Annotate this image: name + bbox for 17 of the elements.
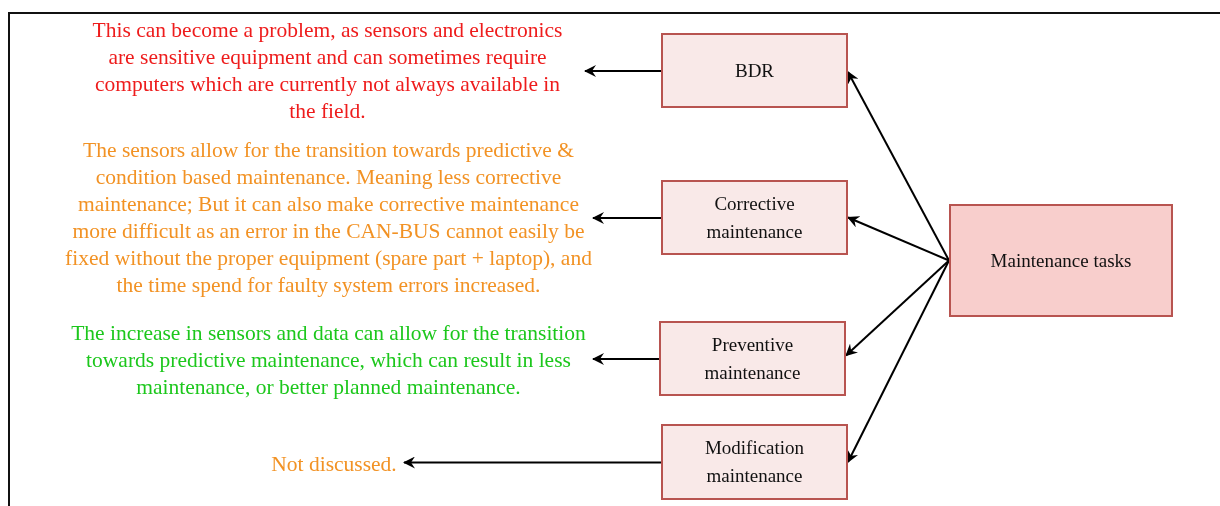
- annotation-text: Not discussed.: [264, 450, 404, 478]
- arrow: [847, 71, 950, 262]
- arrow: [845, 259, 950, 357]
- category-box: Corrective maintenance: [661, 180, 848, 255]
- category-box: Modification maintenance: [661, 424, 848, 500]
- category-box: BDR: [661, 33, 848, 108]
- arrow: [847, 259, 950, 463]
- annotation-text: This can become a problem, as sensors and electronics are sensitive equipment and can sometimes require computers which are currently not always available in the field.: [70, 17, 585, 125]
- category-box: Preventive maintenance: [659, 321, 846, 396]
- arrow: [403, 456, 662, 469]
- arrow: [847, 216, 950, 262]
- arrow: [592, 212, 662, 224]
- annotation-text: The increase in sensors and data can allow for the transition towards predictive maintenance, which can result in less maintenance, or better planned maintenance.: [64, 318, 593, 402]
- annotation-text: The sensors allow for the transition towards predictive & condition based maintenance. Meaning less corrective maintenance; But it can also make corrective maintenance more difficult as an error in the CAN-BUS cannot easily be fixed without the proper equipment (spare part + laptop), and the time spend for faulty system errors increased.: [64, 125, 593, 311]
- arrow: [592, 353, 660, 365]
- root-box: Maintenance tasks: [949, 204, 1173, 317]
- arrow: [584, 65, 662, 77]
